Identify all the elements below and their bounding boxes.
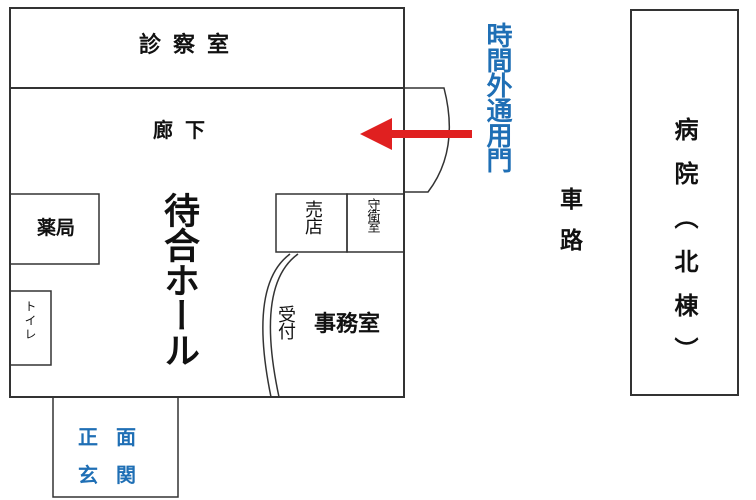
driveway-label: 車路 [555,187,582,269]
office-label: 事務室 [313,312,381,337]
reception-label: 受付 [275,305,296,339]
shop-label: 売店 [302,200,323,234]
after-hours-gate-label: 時間外通用門 [482,22,512,172]
guard-room [346,193,405,253]
north-building-label: 病院（北棟） [670,117,698,381]
pharmacy-room [9,193,100,265]
main-building-outline [9,7,405,398]
gate-door-swing [404,87,451,193]
toilet-label: トイレ [23,300,37,342]
pharmacy-label: 薬局 [36,217,76,239]
exam-room-label: 診察室 [138,33,242,58]
main-entrance-outline [52,397,179,498]
waiting-hall-label: 待合ホール [158,192,199,367]
reception-curve-outer [269,253,299,398]
toilet-room [9,290,52,366]
main-entrance-line-1: 正面 [78,425,154,449]
arrow-head [360,118,392,150]
main-entrance-line-2: 玄関 [78,463,154,487]
north-building-outline [630,9,739,396]
guard-room-label: 守衛室 [364,198,380,231]
corridor-label: 廊下 [153,118,217,142]
main-entrance-label: 正面玄関 [78,418,154,494]
reception-curve-inner [262,253,291,398]
